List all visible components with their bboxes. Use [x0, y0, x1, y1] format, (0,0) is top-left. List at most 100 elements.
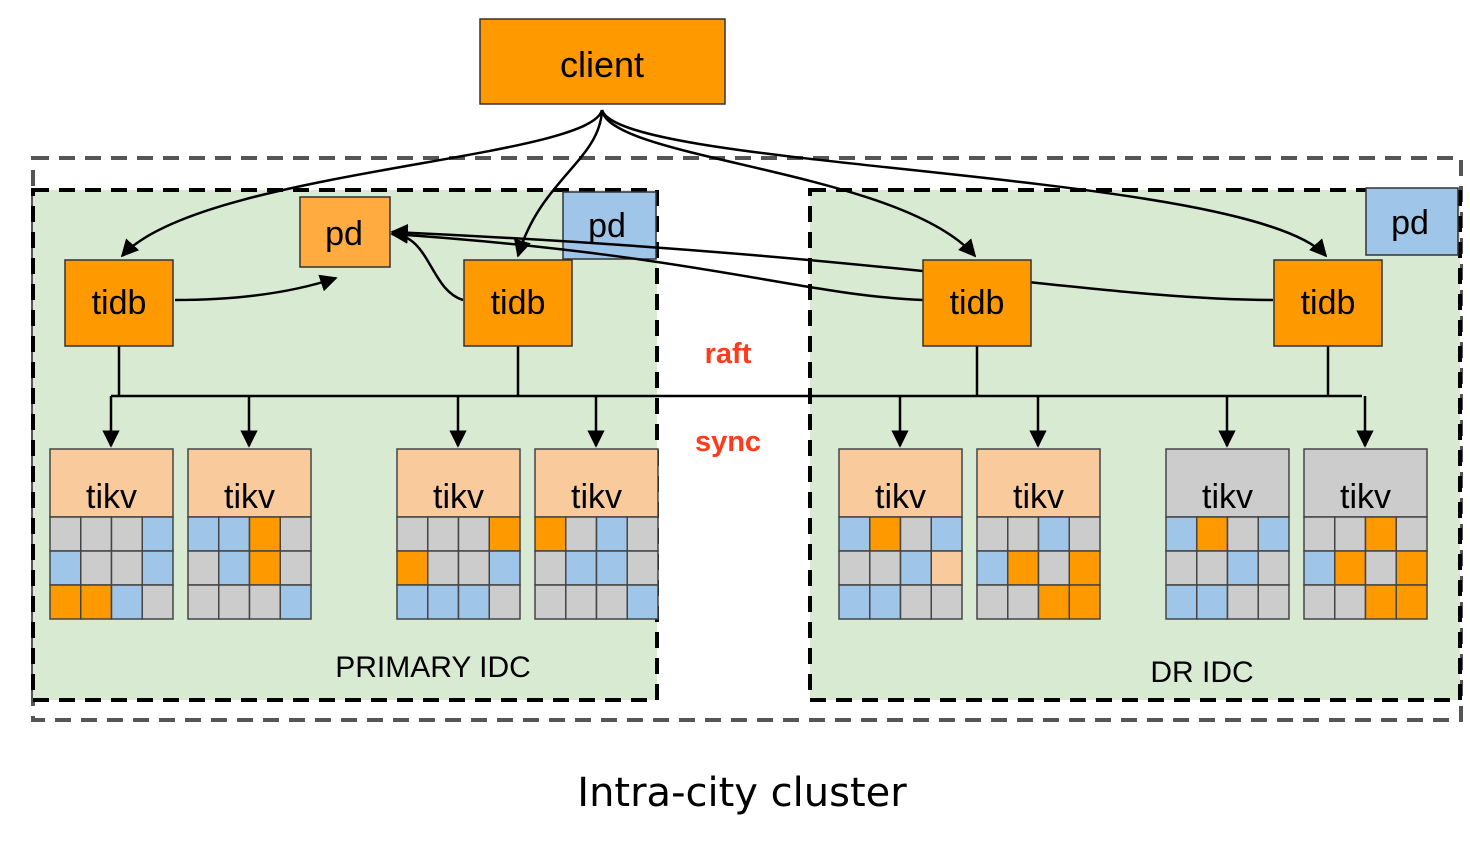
region-cell	[1303, 584, 1336, 620]
region-cell	[565, 584, 598, 620]
region-cell	[248, 550, 281, 586]
region-cell	[1068, 516, 1101, 552]
region-cell	[1165, 584, 1198, 620]
tikv-header	[838, 448, 963, 518]
tikv-header	[187, 448, 312, 518]
tikv-header	[976, 448, 1101, 518]
tikv-label: tikv	[1202, 478, 1253, 516]
region-cell	[534, 550, 567, 586]
region-cell	[899, 584, 932, 620]
region-cell	[488, 516, 521, 552]
region-cell	[396, 584, 429, 620]
region-cell	[1395, 550, 1428, 586]
region-cell	[1364, 516, 1397, 552]
region-cell	[976, 516, 1009, 552]
tikv-nodes: tikv tikv tikv tikv tikv tikv tikv tikv	[49, 448, 1428, 620]
region-cell	[838, 584, 871, 620]
tidb-1-label: tidb	[92, 284, 147, 322]
client-connectors	[120, 109, 1328, 258]
region-cell	[1068, 550, 1101, 586]
tikv-label: tikv	[571, 478, 622, 516]
client-to-tidb-2	[513, 109, 604, 258]
region-cell	[1226, 516, 1259, 552]
region-cell	[1257, 550, 1290, 586]
tikv-label: tikv	[433, 478, 484, 516]
region-cell	[457, 550, 490, 586]
pd-node-secondary: pd	[562, 191, 657, 260]
region-cell	[457, 584, 490, 620]
region-cell	[488, 584, 521, 620]
region-cell	[1395, 516, 1428, 552]
region-cell	[1303, 516, 1336, 552]
region-cell	[1037, 516, 1070, 552]
region-cell	[1196, 516, 1229, 552]
region-cell	[565, 550, 598, 586]
tikv-label: tikv	[1013, 478, 1064, 516]
region-cell	[1303, 550, 1336, 586]
region-cell	[1334, 516, 1367, 552]
region-cell	[488, 550, 521, 586]
tikv-node-1: tikv	[49, 448, 174, 620]
region-cell	[534, 584, 567, 620]
region-cell	[187, 550, 220, 586]
region-cell	[110, 516, 143, 552]
region-cell	[427, 550, 460, 586]
client-to-tidb-4	[600, 109, 1328, 258]
region-cell	[1257, 584, 1290, 620]
tidb-node-2: tidb	[463, 259, 573, 347]
tikv-header	[396, 448, 521, 518]
region-cell	[1007, 550, 1040, 586]
tikv-bus	[102, 346, 1374, 448]
tidb-node-4: tidb	[1273, 259, 1383, 347]
region-cell	[427, 584, 460, 620]
region-cell	[279, 550, 312, 586]
region-cell	[80, 584, 113, 620]
region-cell	[49, 516, 82, 552]
region-cell	[976, 550, 1009, 586]
region-cell	[1037, 584, 1070, 620]
region-cell	[869, 516, 902, 552]
region-cell	[595, 516, 628, 552]
region-cell	[279, 516, 312, 552]
region-cell	[626, 550, 659, 586]
region-cell	[187, 584, 220, 620]
region-cell	[218, 550, 251, 586]
primary-idc-label: PRIMARY IDC	[335, 651, 531, 684]
region-cell	[279, 584, 312, 620]
tidb1-to-pd	[174, 274, 338, 302]
pd-primary-label: pd	[325, 215, 363, 253]
tidb3-to-pd	[390, 226, 924, 302]
region-cell	[534, 516, 567, 552]
pd-secondary-label: pd	[588, 207, 626, 245]
dr-idc-label: DR IDC	[1150, 656, 1253, 689]
raft-label: raft	[705, 338, 752, 370]
region-cell	[565, 516, 598, 552]
region-cell	[1364, 584, 1397, 620]
region-cell	[110, 584, 143, 620]
region-cell	[1364, 550, 1397, 586]
region-cell	[626, 516, 659, 552]
region-cell	[869, 550, 902, 586]
tidb-3-label: tidb	[950, 284, 1005, 322]
tikv-node-5: tikv	[838, 448, 963, 620]
diagram-caption: Intra-city cluster	[577, 770, 907, 816]
tidb-4-label: tidb	[1301, 284, 1356, 322]
tikv-label: tikv	[1340, 478, 1391, 516]
region-cell	[1226, 550, 1259, 586]
client-to-tidb-1	[120, 109, 604, 258]
client-to-tidb-3	[600, 109, 977, 258]
region-cell	[838, 550, 871, 586]
region-cell	[218, 584, 251, 620]
region-cell	[1334, 584, 1367, 620]
tikv-node-8: tikv	[1303, 448, 1428, 620]
region-cell	[49, 584, 82, 620]
region-cell	[141, 550, 174, 586]
tikv-label: tikv	[86, 478, 137, 516]
region-cell	[1037, 550, 1070, 586]
region-cell	[457, 516, 490, 552]
tikv-label: tikv	[224, 478, 275, 516]
region-cell	[595, 584, 628, 620]
region-cell	[1395, 584, 1428, 620]
region-cell	[976, 584, 1009, 620]
